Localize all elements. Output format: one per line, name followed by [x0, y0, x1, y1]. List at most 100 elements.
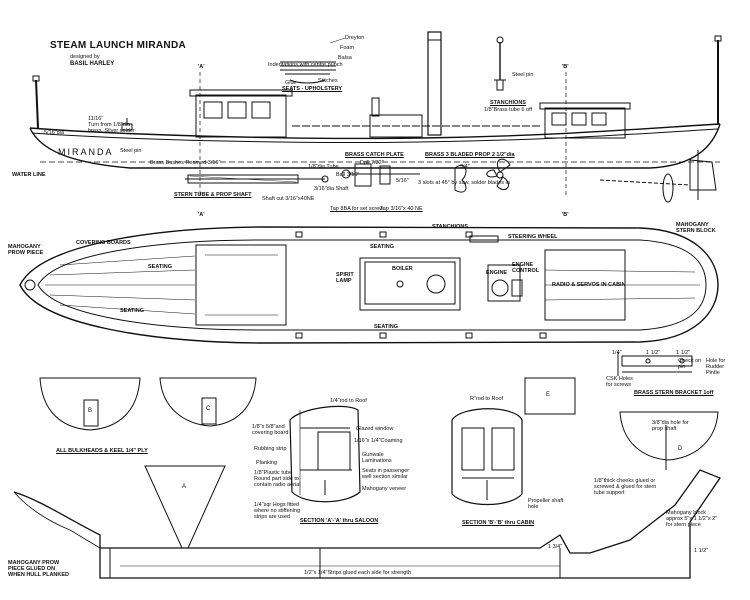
label-cheeks: 1/8"thick cheeks glued or screwed & glue… [594, 478, 657, 497]
side-elevation [29, 31, 722, 203]
label-hogs: 1/4"sqr Hogs fitted where no stiffening … [254, 502, 301, 521]
label-check-pin: Check on pin [678, 358, 702, 371]
label-brass-bushes: Brass Bushes Reamed 3/16" [150, 160, 221, 166]
label-rod-roof: 1/4"rod to Roof [330, 398, 367, 404]
label-shaft-cut: Shaft cut 3/16"x40NE [262, 196, 315, 202]
label-dim-1-3-4: 1 3/4" [548, 544, 563, 550]
label-glue: Glue [285, 80, 297, 86]
author-name: BASIL HARLEY [70, 61, 115, 67]
label-seats-passenger: Seats in passenger well section similar [362, 468, 410, 481]
funnel [427, 31, 442, 136]
aft-cabin-roof [539, 102, 631, 110]
label-seating-3: SEATING [120, 308, 145, 314]
label-dim-1-half: 1 1/2" [646, 350, 661, 356]
forward-mast-cap [32, 75, 40, 82]
whistle [371, 97, 380, 117]
plan-stanchions [295, 231, 547, 339]
saloon-windows [203, 101, 271, 119]
letter-d: D [678, 446, 683, 452]
label-foam: Foam [340, 45, 355, 51]
label-section-bb: SECTION 'B'-'B' thru CABIN [462, 520, 535, 526]
label-seating-4: SEATING [374, 324, 399, 330]
label-engine-control: ENGINE CONTROL [512, 262, 540, 275]
label-stern-tube: STERN TUBE & PROP SHAFT [174, 192, 252, 198]
designed-by: designed by [70, 54, 100, 60]
seat-detail [280, 37, 346, 84]
label-dim-1-half-2: 1 1/2" [676, 350, 691, 356]
label-strips: 1/2"x 1/4"Strips glued each side for str… [304, 570, 411, 576]
label-spirit-lamp: SPIRIT LAMP [336, 272, 354, 285]
label-balsa: Balsa [338, 55, 352, 61]
label-drayton: Dreyton [345, 35, 365, 41]
label-hole-rudder: Hole for Rudder Pintle [706, 358, 726, 377]
label-propeller-hole: Propeller shaft hole [528, 498, 564, 511]
section-bb [451, 408, 523, 506]
letter-c: C [206, 406, 211, 412]
label-section-b-top: 'B' [562, 64, 569, 70]
label-tap-2: Tap 3/16"x 40 NE [380, 206, 423, 212]
label-seats: SEATS - UPHOLSTERY [282, 86, 343, 92]
label-steel-pin-2: Steel pin [512, 72, 534, 78]
label-seating-1: SEATING [148, 264, 173, 270]
bulkhead-b [39, 377, 141, 431]
label-stanchion-spec: 1/8"Brass tube 6 off [484, 107, 533, 113]
label-shaft-3-16: 3/16"dia Shaft [314, 186, 349, 192]
label-11-16: 11/16" [88, 116, 104, 122]
catch-plate-detail [341, 163, 420, 187]
bulkheads [39, 377, 719, 549]
label-3-4: 3/4" [460, 164, 470, 170]
label-rubbing-strip: Rubbing strip [254, 446, 287, 452]
aft-cabin-plan [544, 249, 626, 321]
label-csk-holes: CSK Holes for screws [606, 376, 633, 389]
label-brass-catch: BRASS CATCH PLATE [345, 152, 404, 158]
aft-mast-cap [714, 35, 722, 42]
drawing-title: STEAM LAUNCH MIRANDA [50, 40, 186, 51]
label-5-16-dia: 5/16"dia [44, 130, 64, 136]
label-rod-roof-2: R"rod to Roof [470, 396, 504, 402]
label-mahogany-veneer: Mahogany veneer [362, 486, 407, 492]
label-gunwale: Gunwale Laminations [362, 452, 392, 465]
engine-plan [487, 264, 521, 302]
label-stanchions-plan: STANCHIONS [432, 224, 468, 230]
deck-outline [19, 226, 719, 344]
label-mahogany-stern: MAHOGANY STERN BLOCK [676, 222, 716, 235]
label-steel-pin: Steel pin [120, 148, 142, 154]
prop-shaft-side [599, 179, 691, 186]
label-brass-prop: BRASS 3 BLADED PROP 2 1/2"dia [425, 152, 515, 158]
label-stanchions-title: STANCHIONS [490, 100, 526, 106]
label-stitches: Stitches [318, 78, 338, 84]
label-dim-prop-shaft: 3/8"dia hole for prop shaft [652, 420, 689, 433]
label-section-a-bottom: 'A' [198, 212, 205, 218]
boiler-plan [364, 261, 456, 305]
label-tube-dia: 1/8"dia Tube [308, 164, 339, 170]
prop-detail [454, 158, 511, 193]
label-slots: 3 slots at 45° by saw, solder blades in [418, 180, 510, 186]
label-coaming: 1/16"x 1/4"Coaming [354, 438, 403, 444]
bulkhead-a [144, 465, 226, 549]
label-seating-2: SEATING [370, 244, 395, 250]
label-covering-boards: COVERING BOARDS [76, 240, 131, 246]
label-section-b-bottom: 'B' [562, 212, 569, 218]
letter-b: B [88, 408, 92, 414]
label-plastic-tube: 1/8"Plastic tube Round part side to cont… [254, 470, 301, 489]
label-indent: Indentations with centre punch [268, 62, 343, 68]
hull-sheer-line [29, 123, 721, 140]
stanchion-detail [494, 36, 506, 91]
keel-profile [13, 469, 721, 579]
label-mahogany-prow: MAHOGANY PROW PIECE [8, 244, 44, 257]
label-bracket: BRASS STERN BRACKET 1off [634, 390, 714, 396]
label-tap-1: Tap 8BA for set screw [330, 206, 384, 212]
aft-cabin-windows [551, 112, 607, 126]
label-bulkheads: ALL BULKHEADS & KEEL 1/4" PLY [56, 448, 148, 454]
deck-planking [45, 255, 700, 315]
letter-a: A [182, 484, 186, 490]
bulkhead-d [619, 411, 719, 461]
label-brass-silver: brass, Silver solder [88, 128, 135, 134]
label-turn-from: Turn from 1/8"dia [88, 122, 131, 128]
label-5-16: 5/16" [396, 178, 409, 184]
label-section-aa: SECTION 'A'-'A' thru SALOON [300, 518, 379, 524]
label-radio: RADIO & SERVOS IN CABIN [552, 282, 626, 288]
stern-bracket [617, 352, 693, 376]
label-dim-quarter: 1/4" [612, 350, 622, 356]
